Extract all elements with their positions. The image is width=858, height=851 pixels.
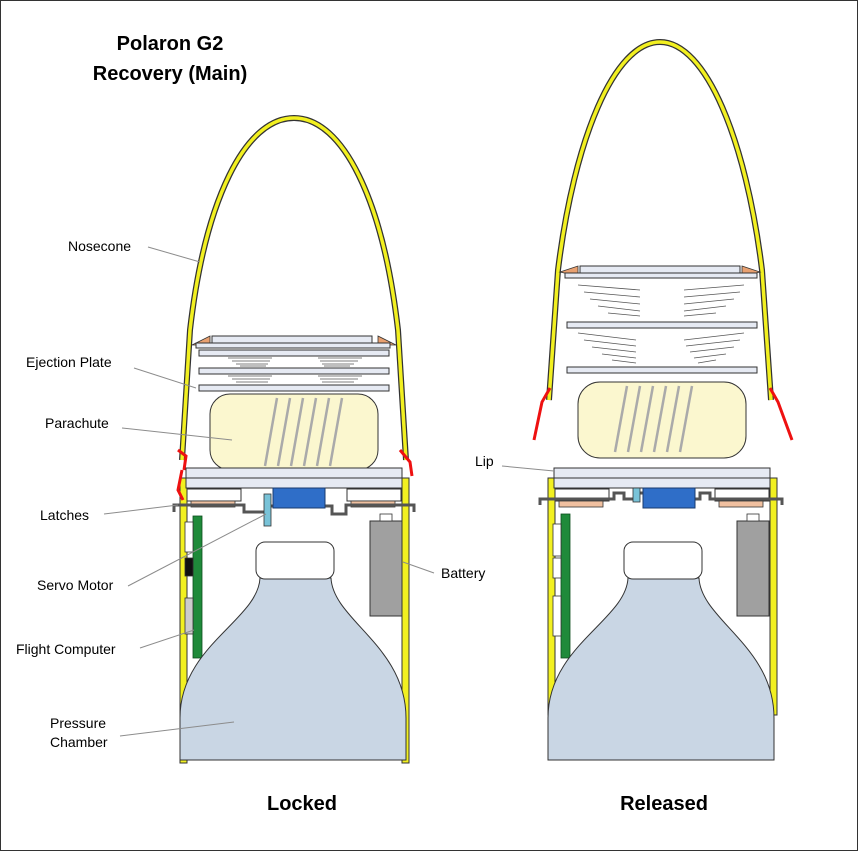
diagram-title-line1: Polaron G2	[117, 33, 224, 55]
diagram-title-line2: Recovery (Main)	[93, 63, 248, 85]
released-nosecone-shell-outline	[546, 38, 774, 401]
released-shroud-lines	[577, 284, 745, 364]
released-ejection-plate-top	[579, 265, 741, 274]
released-body-tube-right-wall	[769, 477, 778, 716]
battery	[369, 520, 403, 617]
ejection-plate-bottom	[198, 384, 390, 392]
label-pressure-chamber-line2: Chamber	[50, 734, 108, 750]
body-tube-right-wall	[401, 477, 410, 764]
released-lip-left	[532, 387, 552, 441]
shroud-lines-folded	[228, 357, 362, 383]
flight-computer-pcb	[192, 515, 203, 659]
pcb-component-3	[184, 597, 194, 635]
label-nosecone: Nosecone	[68, 238, 131, 254]
label-ejection-plate: Ejection Plate	[26, 354, 112, 370]
locked-assembly	[172, 114, 416, 764]
released-servo-arm	[632, 487, 641, 503]
released-ejection-plate-bottom	[566, 366, 758, 374]
bulkhead-plate	[185, 477, 403, 489]
release-lip-right	[398, 449, 414, 477]
released-latch-left	[558, 500, 604, 508]
pressure-chamber-cap	[255, 541, 335, 580]
ejection-plate-base	[198, 349, 390, 357]
nosecone-shell	[180, 116, 408, 461]
label-latches: Latches	[40, 507, 89, 523]
released-pcb-component-2	[552, 557, 562, 579]
parachute-pack	[209, 393, 379, 471]
released-ejection-plate-lower	[566, 321, 758, 329]
battery-terminal	[379, 513, 393, 522]
released-lip-right	[768, 387, 794, 441]
released-battery-terminal	[746, 513, 760, 522]
label-servo-motor: Servo Motor	[37, 577, 114, 593]
released-bulkhead-lip	[553, 467, 771, 479]
release-lip-left-upper	[177, 448, 188, 471]
latch-housing-right	[346, 488, 402, 502]
released-parachute-wraps	[613, 385, 694, 453]
caption-released: Released	[620, 793, 708, 815]
ejection-plate-flange	[195, 342, 391, 349]
released-bulkhead-plate	[553, 477, 771, 489]
ejection-plate-top	[211, 335, 373, 344]
released-ejection-plate-flange	[564, 272, 758, 279]
bulkhead-lip	[185, 467, 403, 479]
released-assembly	[532, 38, 794, 761]
released-servo-motor	[642, 487, 696, 509]
label-lip: Lip	[475, 453, 494, 469]
pcb-component-1	[184, 521, 194, 553]
released-battery	[736, 520, 770, 617]
released-nosecone-shell	[547, 40, 773, 401]
label-parachute: Parachute	[45, 415, 109, 431]
servo-arm	[263, 493, 272, 527]
label-flight-computer: Flight Computer	[16, 641, 116, 657]
release-lip-left	[176, 469, 185, 501]
ejection-plate-lower	[198, 367, 390, 375]
label-battery: Battery	[441, 565, 485, 581]
released-flight-computer-pcb	[560, 513, 571, 659]
released-latch-right	[718, 500, 764, 508]
released-pressure-chamber-cap	[623, 541, 703, 580]
leader-lines	[103, 246, 555, 737]
pcb-component-2	[184, 557, 194, 577]
servo-motor	[272, 487, 326, 509]
caption-locked: Locked	[267, 793, 337, 815]
released-parachute-pack	[577, 381, 747, 459]
released-pcb-component-3	[552, 595, 562, 637]
released-pcb-component-1	[552, 523, 562, 557]
latch-housing-left	[186, 488, 242, 502]
label-pressure-chamber-line1: Pressure	[50, 715, 106, 731]
parachute-wraps	[263, 397, 344, 467]
